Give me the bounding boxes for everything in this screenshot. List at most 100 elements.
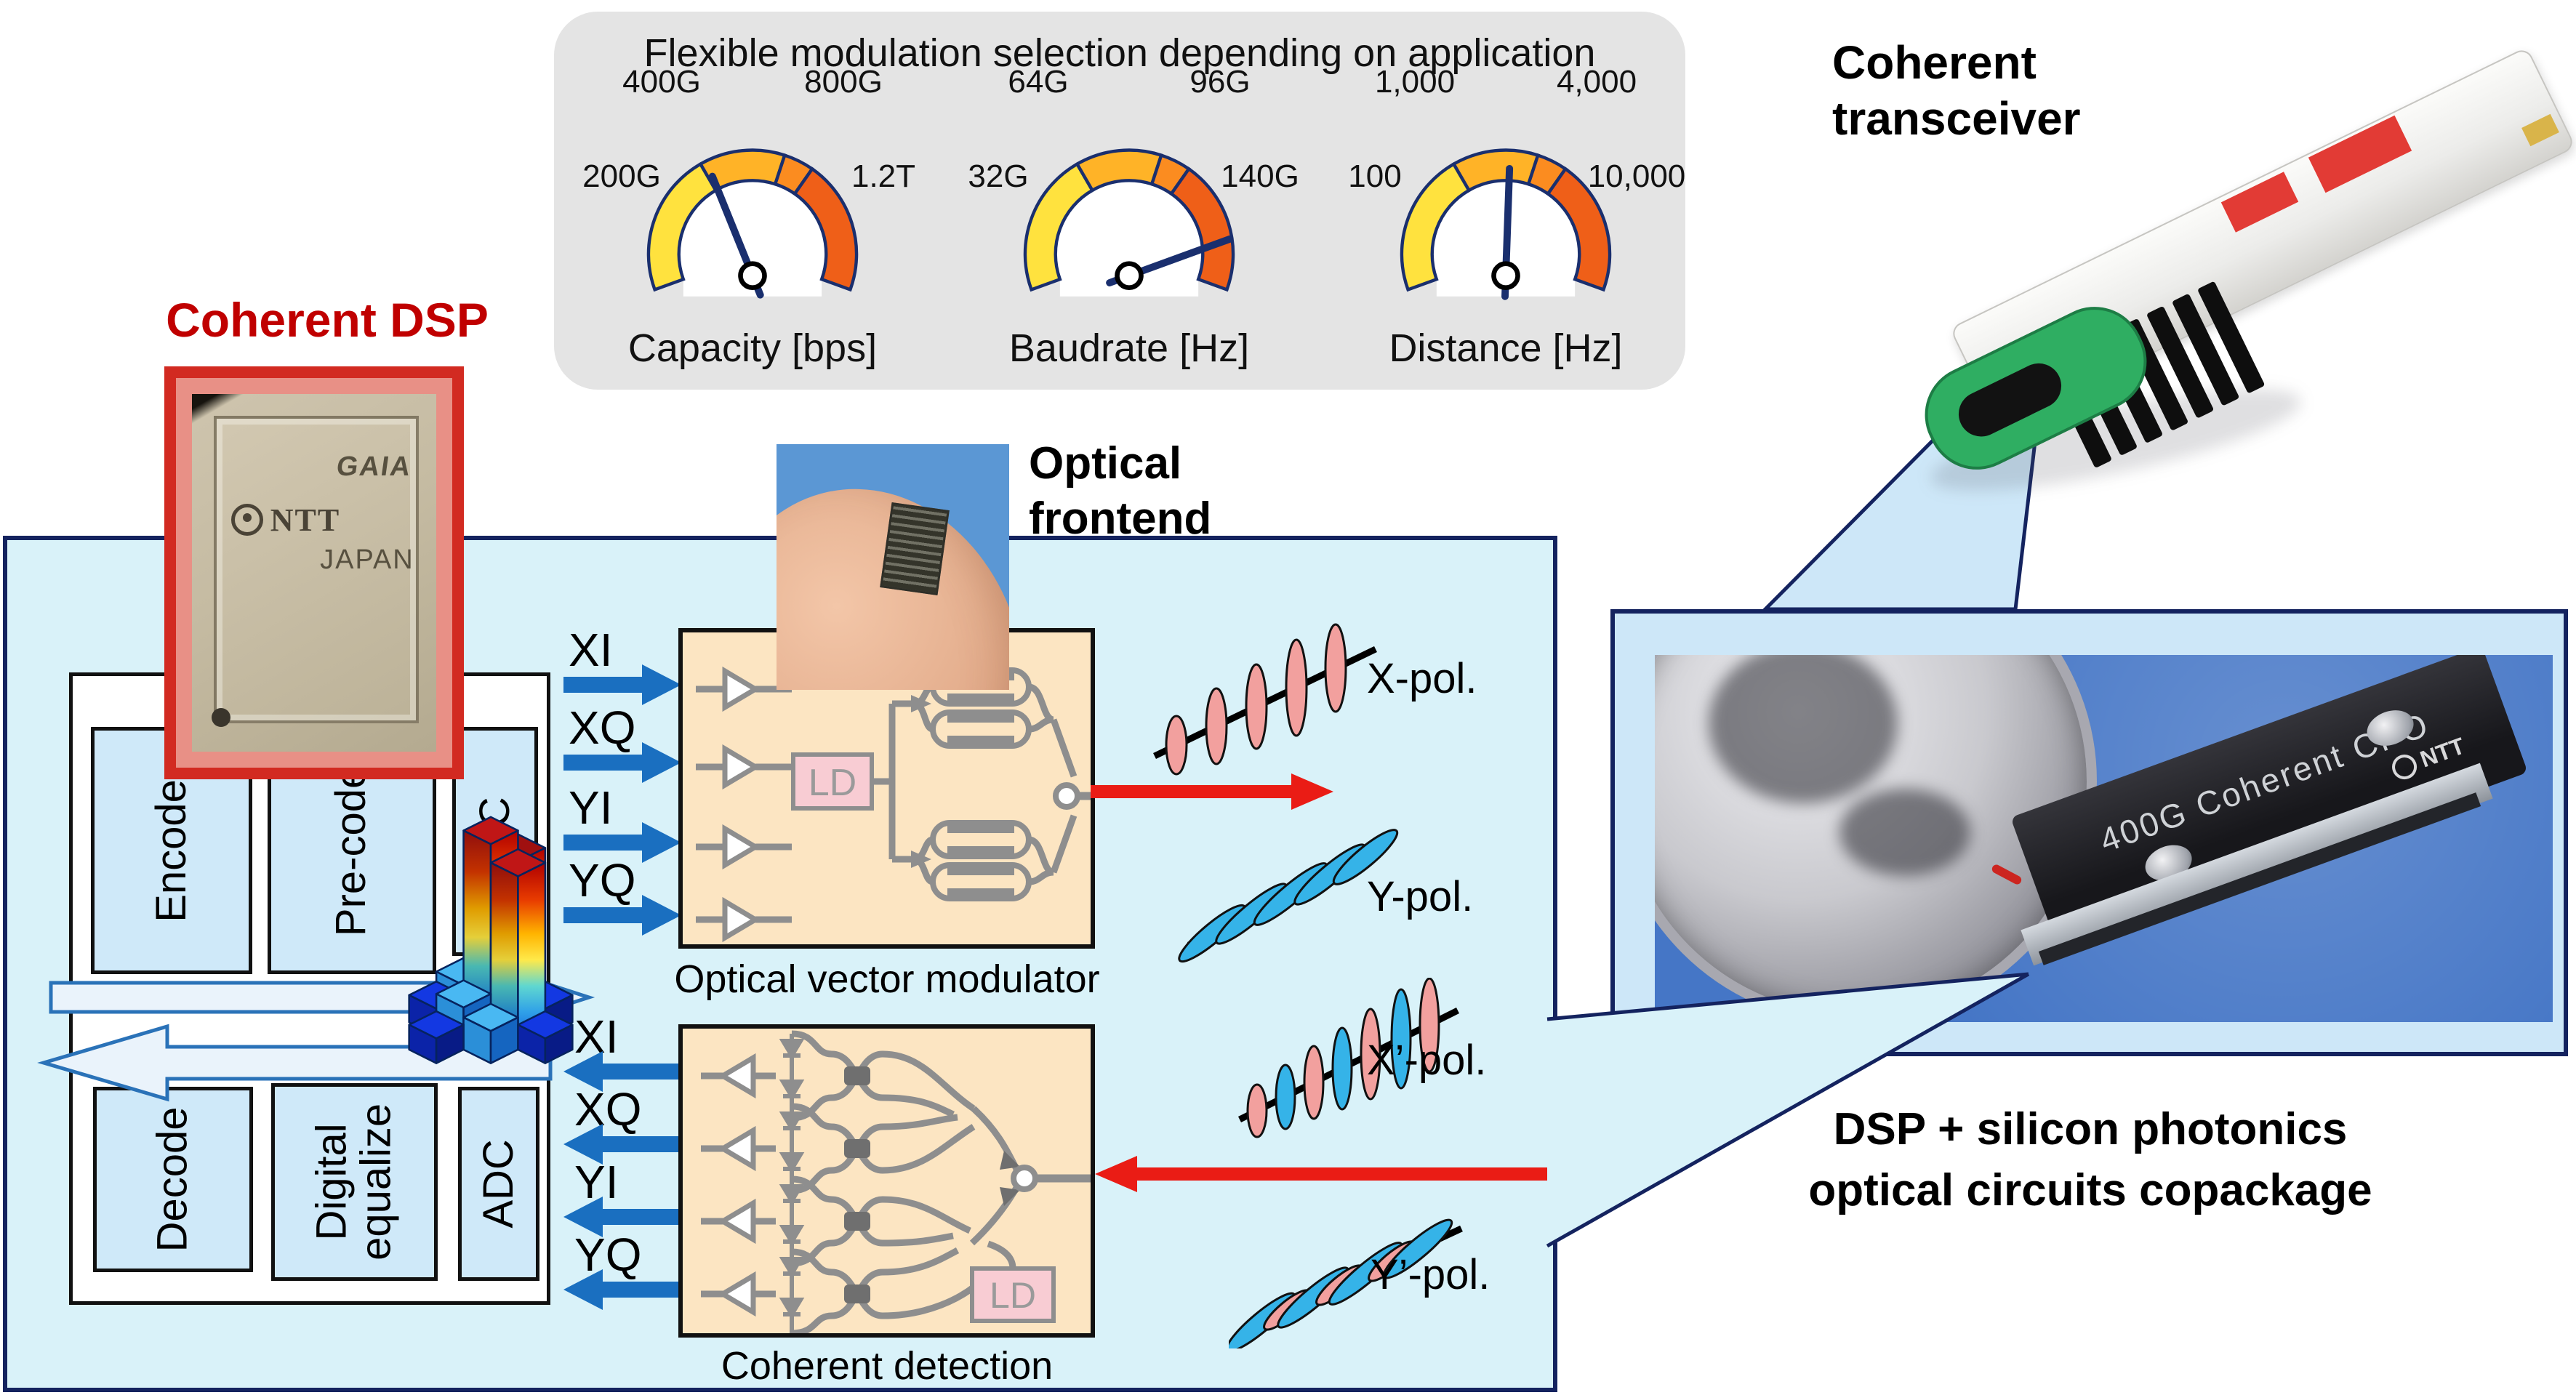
rx-flow-arrow: [37, 1024, 553, 1102]
combiner-icon: [1053, 782, 1080, 810]
x-pol-label: X-pol.: [1367, 655, 1477, 702]
coin-relief: [1709, 655, 1898, 803]
amp-icon: [722, 896, 761, 943]
gauge-dial: [646, 148, 859, 299]
amp-icon: [722, 824, 761, 870]
splitter-arrow-icon: [911, 695, 931, 712]
dsp-chip-photo: GAIA NTT JAPAN: [164, 366, 464, 779]
chip-brand-lockup: NTT: [230, 502, 340, 539]
detection-caption: Coherent detection: [721, 1344, 1054, 1388]
copackage-caption: DSP + silicon photonics optical circuits…: [1614, 1099, 2567, 1221]
gauge-capacity: 400G 800G 200G 1.2T Capacity [bps]: [582, 58, 923, 385]
pull-tab-hole: [1951, 355, 2069, 444]
block-digital-equalize: Digital equalize: [271, 1083, 438, 1281]
y-pol-label: Y-pol.: [1367, 873, 1474, 920]
splitter-arrow-icon: [911, 851, 931, 868]
rx-arrow-xq: [563, 1124, 681, 1165]
copackage-box: 400G Coherent CPO NTT: [1610, 609, 2568, 1056]
tick-label: 140G: [1221, 158, 1299, 194]
gauge-distance: 1,000 4,000 100 10,000 Distance [Hz]: [1335, 58, 1685, 385]
laser-diode-box: [791, 752, 874, 811]
y-prime-pol-label: Y’-pol.: [1371, 1251, 1490, 1298]
block-label: Decode: [148, 1106, 196, 1253]
gauge-dial: [1400, 148, 1612, 300]
amp-icon: [722, 744, 761, 790]
tx-signal-label-yi: YI: [569, 781, 613, 834]
panel-title: Flexible modulation selection depending …: [643, 31, 1596, 75]
gauge-caption: Baudrate [Hz]: [1008, 326, 1250, 370]
chip-marking-country: JAPAN: [320, 544, 414, 575]
optical-frontend-line2: frontend: [1029, 493, 1212, 544]
callout-wedge-cpo: [1546, 972, 2030, 1248]
block-adc: ADC: [458, 1087, 539, 1281]
coherent-detection-box: LD: [678, 1024, 1095, 1338]
detection-circuit: LD: [701, 1030, 1091, 1337]
modulator-caption: Optical vector modulator: [674, 957, 1100, 1001]
block-label: ADC: [474, 1139, 522, 1229]
gauge-baudrate: 64G 96G 32G 140G Baudrate [Hz]: [958, 58, 1300, 385]
tx-signal-label-xi: XI: [569, 624, 613, 676]
ntt-logo-icon: [2388, 750, 2420, 783]
transceiver-title-line2: transceiver: [1832, 92, 2081, 145]
tx-arrow-yi: [563, 822, 681, 863]
rx-light-arrow: [1095, 1156, 1556, 1192]
photonic-chip-image: [880, 502, 950, 595]
ld-label: LD: [808, 762, 856, 804]
gauge-dial: [1023, 148, 1235, 297]
copackage-caption-line2: optical circuits copackage: [1808, 1165, 2372, 1215]
tick-label: 800G: [804, 64, 883, 100]
block-label: Encode: [147, 779, 195, 922]
ld-label: LD: [990, 1275, 1036, 1316]
arrowhead-icon: [1000, 1151, 1020, 1170]
tick-label: 200G: [582, 158, 661, 194]
tick-label: 64G: [1008, 64, 1069, 100]
y-pol-wave-image: [1178, 829, 1399, 963]
gauge-caption: Capacity [bps]: [627, 326, 878, 370]
combiner-icon: [1011, 1165, 1038, 1192]
optical-frontend-line1: Optical: [1029, 438, 1182, 489]
modulation-panel: Flexible modulation selection depending …: [554, 12, 1685, 390]
fingertip-chip-photo: [777, 444, 1009, 690]
tx-arrow-yq: [563, 895, 681, 936]
tick-label: 100: [1348, 158, 1402, 194]
chip-corner-dot: [211, 707, 230, 727]
amp-icon: [722, 666, 761, 712]
constellation-histogram-image: [408, 816, 574, 1064]
amp-icon: [718, 1053, 756, 1099]
tx-light-arrow: [1091, 773, 1333, 810]
tick-label: 4,000: [1556, 64, 1637, 100]
block-label: Digital equalize: [308, 1103, 400, 1261]
coin-relief: [1839, 789, 1970, 876]
amp-icon: [718, 1271, 756, 1317]
x-prime-pol-wave-image: [1237, 978, 1460, 1138]
rx-arrow-xi: [563, 1051, 681, 1092]
dsp-chip-image: GAIA NTT JAPAN: [192, 394, 436, 752]
x-prime-pol-label: X’-pol.: [1367, 1037, 1487, 1084]
y-prime-pol-wave-image: [1229, 1218, 1463, 1348]
tick-label: 1.2T: [851, 158, 916, 194]
tick-label: 1,000: [1374, 64, 1456, 100]
tx-arrow-xq: [563, 742, 681, 783]
tick-label: 400G: [622, 64, 701, 100]
tx-signal-label-yq: YQ: [569, 854, 636, 906]
tx-arrow-xi: [563, 664, 681, 705]
transceiver-title: Coherent transceiver: [1832, 35, 2081, 147]
rx-arrow-yi: [563, 1197, 681, 1237]
tick-label: 10,000: [1587, 158, 1686, 194]
dsp-chip-frame: GAIA NTT JAPAN: [176, 378, 452, 768]
tick-label: 96G: [1189, 64, 1251, 100]
optical-frontend-label: Optical frontend: [1029, 436, 1211, 546]
amp-icon: [718, 1198, 756, 1245]
tick-label: 32G: [968, 158, 1029, 194]
arrowhead-icon: [1000, 1187, 1020, 1206]
x-pol-wave-image: [1153, 623, 1377, 776]
rx-arrow-yq: [563, 1269, 681, 1310]
tx-signal-label-xq: XQ: [569, 701, 636, 754]
ntt-logo-icon: [230, 504, 263, 536]
transceiver-title-line1: Coherent: [1832, 36, 2037, 89]
amp-icon: [718, 1125, 756, 1172]
modulator-circuit: LD: [696, 666, 1091, 943]
coherent-dsp-title: Coherent DSP: [166, 293, 489, 347]
dsp-die-surface: [214, 415, 420, 723]
